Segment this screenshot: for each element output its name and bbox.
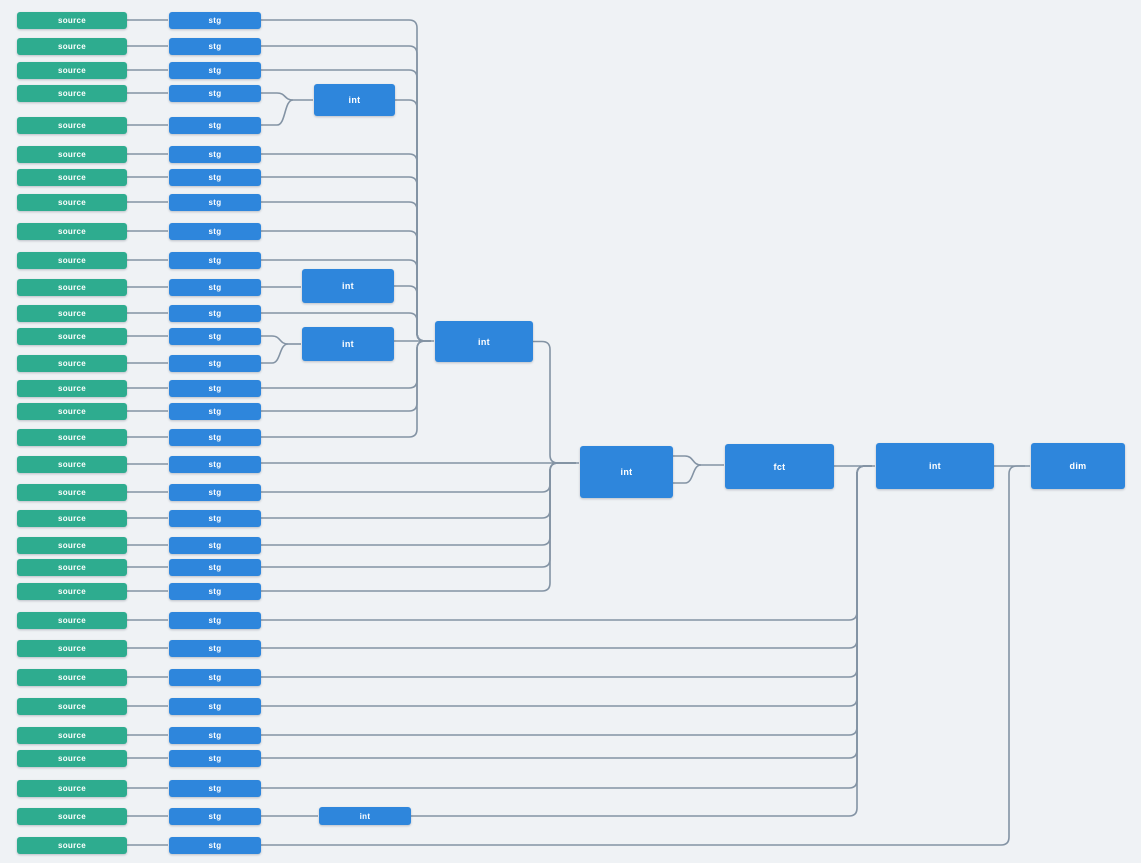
node-stg[interactable]: stg bbox=[169, 639, 261, 657]
node-stg[interactable]: stg bbox=[169, 582, 261, 600]
node-source[interactable]: source bbox=[17, 611, 127, 629]
node-stg[interactable]: stg bbox=[169, 509, 261, 527]
node-source[interactable]: source bbox=[17, 509, 127, 527]
node-dim[interactable]: dim bbox=[1031, 443, 1125, 489]
node-source[interactable]: source bbox=[17, 251, 127, 269]
node-stg[interactable]: stg bbox=[169, 536, 261, 554]
edge bbox=[261, 462, 576, 519]
node-source[interactable]: source bbox=[17, 116, 127, 134]
node-source[interactable]: source bbox=[17, 278, 127, 296]
edge bbox=[261, 465, 872, 678]
node-int[interactable]: int bbox=[876, 443, 994, 489]
edge bbox=[261, 462, 576, 546]
edge bbox=[261, 465, 872, 789]
edge bbox=[261, 465, 1025, 846]
edge bbox=[261, 99, 294, 126]
node-source[interactable]: source bbox=[17, 639, 127, 657]
node-stg[interactable]: stg bbox=[169, 483, 261, 501]
node-stg[interactable]: stg bbox=[169, 61, 261, 79]
edge bbox=[261, 465, 872, 759]
node-stg[interactable]: stg bbox=[169, 402, 261, 420]
edge bbox=[261, 465, 872, 736]
node-stg[interactable]: stg bbox=[169, 145, 261, 163]
node-stg[interactable]: stg bbox=[169, 116, 261, 134]
node-source[interactable]: source bbox=[17, 168, 127, 186]
node-source[interactable]: source bbox=[17, 402, 127, 420]
node-source[interactable]: source bbox=[17, 304, 127, 322]
node-stg[interactable]: stg bbox=[169, 37, 261, 55]
node-int[interactable]: int bbox=[580, 446, 673, 498]
node-source[interactable]: source bbox=[17, 145, 127, 163]
edge bbox=[261, 462, 576, 493]
node-source[interactable]: source bbox=[17, 327, 127, 345]
node-source[interactable]: source bbox=[17, 428, 127, 446]
node-stg[interactable]: stg bbox=[169, 251, 261, 269]
node-int[interactable]: int bbox=[314, 84, 395, 116]
node-int[interactable]: int bbox=[302, 327, 394, 361]
node-stg[interactable]: stg bbox=[169, 836, 261, 854]
node-stg[interactable]: stg bbox=[169, 304, 261, 322]
node-int[interactable]: int bbox=[435, 321, 533, 362]
node-stg[interactable]: stg bbox=[169, 222, 261, 240]
node-fct[interactable]: fct bbox=[725, 444, 834, 489]
edge bbox=[261, 92, 294, 101]
node-source[interactable]: source bbox=[17, 697, 127, 715]
node-source[interactable]: source bbox=[17, 11, 127, 29]
node-source[interactable]: source bbox=[17, 483, 127, 501]
node-stg[interactable]: stg bbox=[169, 327, 261, 345]
edge bbox=[395, 99, 431, 342]
node-stg[interactable]: stg bbox=[169, 697, 261, 715]
node-source[interactable]: source bbox=[17, 61, 127, 79]
edge bbox=[261, 462, 576, 592]
node-stg[interactable]: stg bbox=[169, 193, 261, 211]
node-source[interactable]: source bbox=[17, 37, 127, 55]
node-source[interactable]: source bbox=[17, 536, 127, 554]
edge bbox=[533, 340, 576, 464]
node-int[interactable]: int bbox=[319, 807, 411, 825]
node-source[interactable]: source bbox=[17, 582, 127, 600]
edge bbox=[673, 455, 702, 466]
node-source[interactable]: source bbox=[17, 354, 127, 372]
node-stg[interactable]: stg bbox=[169, 354, 261, 372]
edge bbox=[261, 462, 576, 568]
node-stg[interactable]: stg bbox=[169, 168, 261, 186]
edge bbox=[261, 465, 872, 621]
node-source[interactable]: source bbox=[17, 836, 127, 854]
node-source[interactable]: source bbox=[17, 558, 127, 576]
node-source[interactable]: source bbox=[17, 379, 127, 397]
node-source[interactable]: source bbox=[17, 193, 127, 211]
node-stg[interactable]: stg bbox=[169, 278, 261, 296]
edge bbox=[673, 464, 702, 484]
node-stg[interactable]: stg bbox=[169, 807, 261, 825]
node-stg[interactable]: stg bbox=[169, 726, 261, 744]
edge bbox=[261, 465, 872, 707]
node-int[interactable]: int bbox=[302, 269, 394, 303]
node-stg[interactable]: stg bbox=[169, 749, 261, 767]
node-source[interactable]: source bbox=[17, 455, 127, 473]
node-source[interactable]: source bbox=[17, 668, 127, 686]
node-stg[interactable]: stg bbox=[169, 11, 261, 29]
node-stg[interactable]: stg bbox=[169, 379, 261, 397]
node-source[interactable]: source bbox=[17, 222, 127, 240]
node-stg[interactable]: stg bbox=[169, 558, 261, 576]
node-stg[interactable]: stg bbox=[169, 455, 261, 473]
node-stg[interactable]: stg bbox=[169, 668, 261, 686]
node-source[interactable]: source bbox=[17, 749, 127, 767]
node-stg[interactable]: stg bbox=[169, 779, 261, 797]
edge bbox=[261, 343, 289, 364]
node-source[interactable]: source bbox=[17, 807, 127, 825]
edge bbox=[261, 335, 289, 345]
node-stg[interactable]: stg bbox=[169, 428, 261, 446]
node-stg[interactable]: stg bbox=[169, 611, 261, 629]
node-stg[interactable]: stg bbox=[169, 84, 261, 102]
node-source[interactable]: source bbox=[17, 726, 127, 744]
node-source[interactable]: source bbox=[17, 84, 127, 102]
node-source[interactable]: source bbox=[17, 779, 127, 797]
edge bbox=[411, 465, 872, 817]
